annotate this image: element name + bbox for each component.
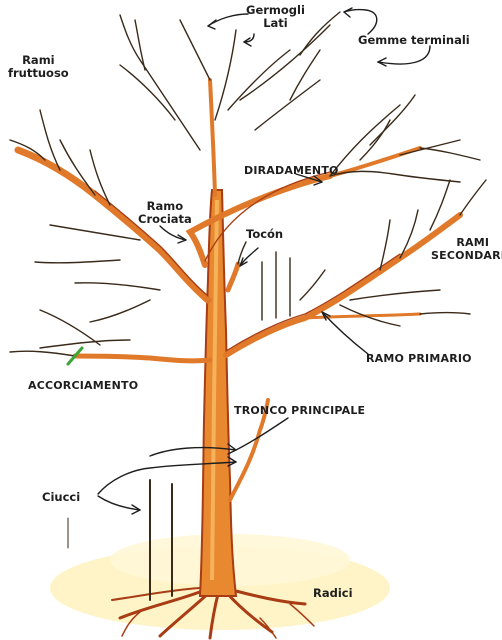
annotation-arrows [97, 7, 431, 515]
label-rami-fruttuoso-line1: Rami [22, 53, 55, 67]
label-radici: Radici [313, 586, 353, 600]
label-tronco-principale: TRONCO PRINCIPALE [234, 404, 366, 417]
label-rami-secondario-line1: RAMI [456, 236, 490, 249]
label-ramo-primario: RAMO PRIMARIO [366, 352, 472, 365]
label-germogli-lati: Germogli Lati [246, 4, 305, 30]
pruning-cut-mark [66, 346, 84, 366]
label-gemme-terminali: Gemme terminali [358, 33, 470, 47]
label-germogli-lati-line2: Lati [263, 16, 288, 30]
label-rami-fruttuoso: Rami fruttuoso [8, 54, 69, 80]
label-ramo-crociata-line1: Ramo [146, 199, 184, 213]
major-branches [14, 78, 463, 364]
label-rami-secondario-line2: SECONDARIO [431, 249, 502, 262]
lower-shoot [228, 398, 270, 502]
label-tocon: Tocón [246, 227, 284, 241]
label-germogli-lati-line1: Germogli [246, 3, 305, 17]
twigs [9, 11, 487, 357]
main-trunk [198, 189, 238, 597]
label-ramo-crociata: Ramo Crociata [138, 200, 192, 226]
label-accorciamento: ACCORCIAMENTO [28, 379, 139, 392]
label-ciucci: Ciucci [42, 490, 81, 504]
basal-suckers [67, 479, 173, 601]
label-rami-fruttuoso-line2: fruttuoso [8, 66, 69, 80]
label-rami-secondario: RAMI SECONDARIO [431, 236, 502, 262]
label-diradamento: DIRADAMENTO [244, 164, 339, 177]
label-ramo-crociata-line2: Crociata [138, 212, 192, 226]
